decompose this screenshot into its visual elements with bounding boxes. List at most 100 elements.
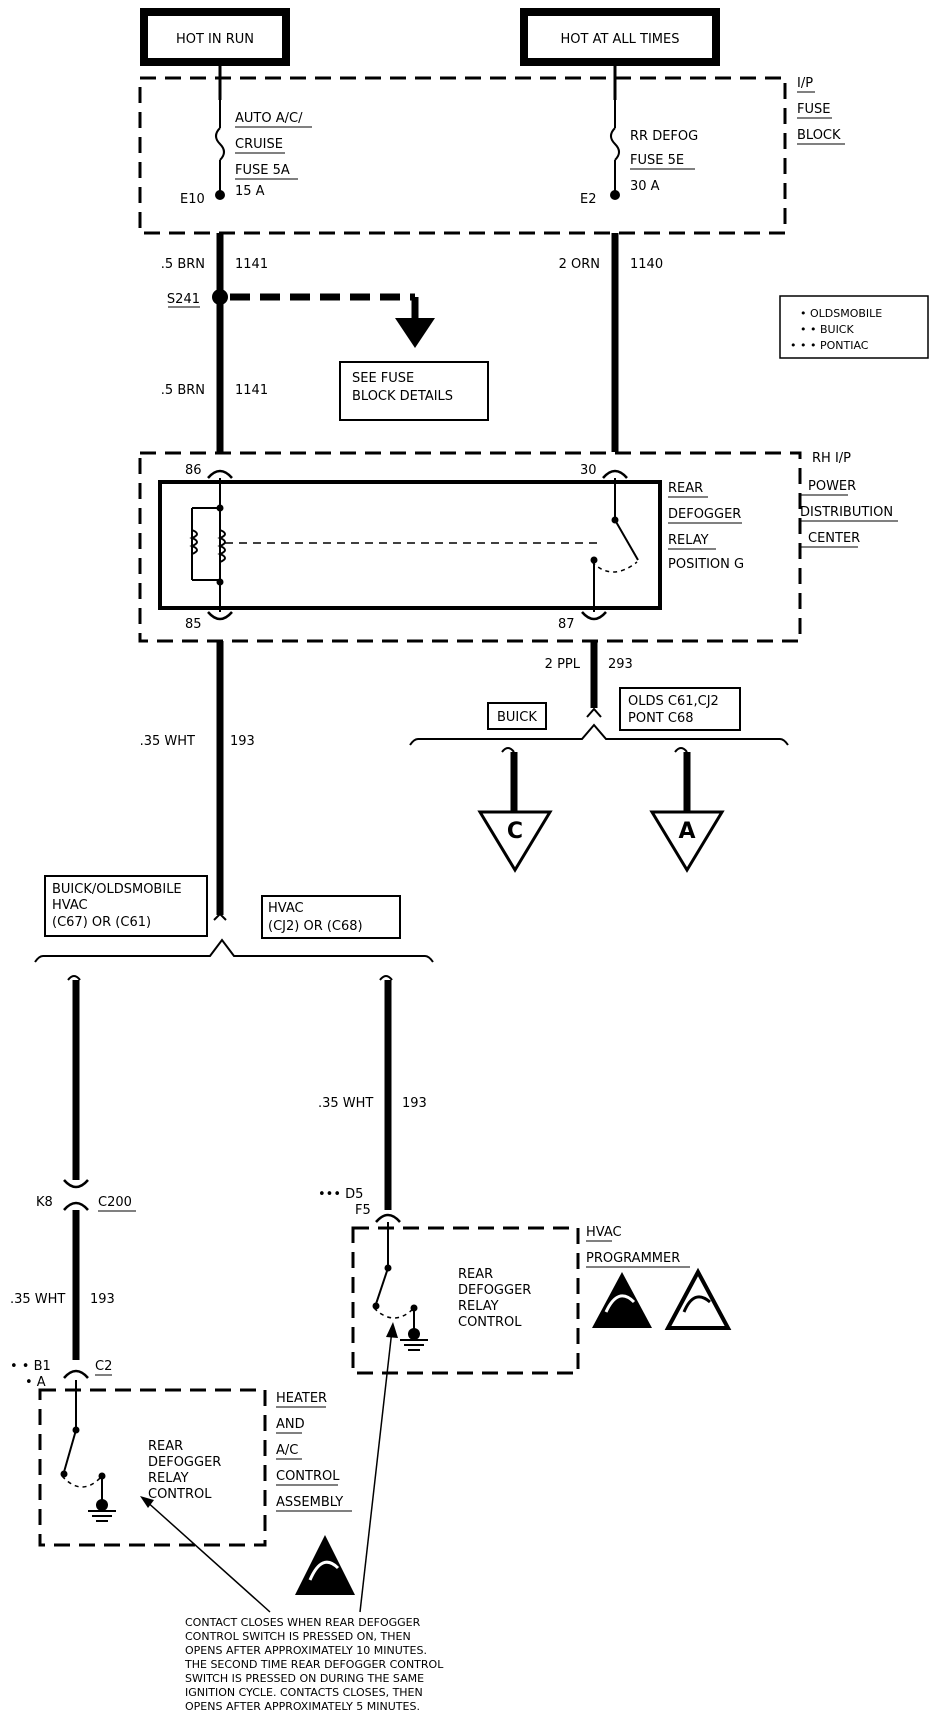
svg-text:.35 WHT: .35 WHT [140, 734, 195, 749]
svg-text:193: 193 [402, 1096, 427, 1111]
svg-text:ASSEMBLY: ASSEMBLY [276, 1495, 343, 1510]
svg-text:1141: 1141 [235, 383, 268, 398]
branch-right [409, 723, 789, 746]
svg-text:IGNITION CYCLE. CONTACTS CLOSE: IGNITION CYCLE. CONTACTS CLOSES, THEN [185, 1686, 423, 1699]
wire-color: .5 BRN [161, 257, 205, 272]
svg-text:DEFOGGER: DEFOGGER [148, 1455, 221, 1470]
svg-text:HVAC: HVAC [52, 898, 88, 913]
esd-warning-icon [295, 1535, 355, 1595]
esd-warning-icon [664, 1267, 732, 1330]
relay-coil [217, 529, 226, 563]
buick-box [487, 702, 547, 730]
fuse-left-name: AUTO A/C/ [235, 111, 303, 126]
connector-f5: F5 [355, 1203, 371, 1218]
svg-text:CONTROL SWITCH IS PRESSED ON,: CONTROL SWITCH IS PRESSED ON, THEN [185, 1630, 411, 1643]
olds-box [619, 687, 741, 731]
svg-text:• • BUICK: • • BUICK [800, 323, 854, 336]
svg-text:OPENS AFTER APPROXIMATELY 10 M: OPENS AFTER APPROXIMATELY 10 MINUTES. [185, 1644, 427, 1657]
svg-text:85: 85 [185, 617, 202, 632]
svg-text:.5 BRN: .5 BRN [161, 383, 205, 398]
svg-text:.35 WHT: .35 WHT [318, 1096, 373, 1111]
esd-warning-icon [592, 1272, 652, 1328]
svg-text:15 A: 15 A [235, 184, 265, 199]
svg-text:2 ORN: 2 ORN [559, 257, 600, 272]
svg-text:RELAY: RELAY [148, 1471, 189, 1486]
see-fuse-box [339, 361, 489, 421]
hot-in-run-label: HOT IN RUN [176, 32, 254, 47]
svg-text:BUICK: BUICK [497, 710, 537, 725]
svg-text:BLOCK: BLOCK [797, 128, 841, 143]
svg-text:30: 30 [580, 463, 597, 478]
splice-point [212, 289, 228, 305]
svg-text:FUSE 5A: FUSE 5A [235, 163, 290, 178]
pdc-label: RH I/P [812, 451, 851, 466]
legend-box [779, 295, 929, 359]
svg-text:E2: E2 [580, 192, 597, 207]
svg-text:CENTER: CENTER [808, 531, 860, 546]
buick-olds-box [44, 875, 208, 937]
ref-c-triangle [477, 810, 553, 873]
svg-text:1140: 1140 [630, 257, 663, 272]
svg-text:REAR: REAR [148, 1439, 183, 1454]
svg-text:(C67) OR (C61): (C67) OR (C61) [52, 915, 151, 930]
svg-text:• A: • A [25, 1375, 46, 1390]
svg-text:2 PPL: 2 PPL [545, 657, 581, 672]
fuse-symbol [215, 127, 225, 161]
wire-number: 1141 [235, 257, 268, 272]
ip-fuse-block-label: I/P [797, 76, 813, 91]
heater-label: HEATER [276, 1391, 327, 1406]
svg-text:HVAC: HVAC [268, 901, 304, 916]
svg-text:SEE FUSE: SEE FUSE [352, 371, 414, 386]
svg-text:CONTROL: CONTROL [276, 1469, 340, 1484]
svg-text:PROGRAMMER: PROGRAMMER [586, 1251, 680, 1266]
svg-text:A: A [678, 819, 695, 844]
svg-text:DEFOGGER: DEFOGGER [668, 507, 741, 522]
svg-text:E10: E10 [180, 192, 205, 207]
svg-text:CONTROL: CONTROL [148, 1487, 212, 1502]
splice-label: S241 [167, 292, 200, 307]
svg-text:AND: AND [276, 1417, 305, 1432]
hot-at-all-times-label: HOT AT ALL TIMES [560, 32, 679, 47]
svg-text:REAR: REAR [458, 1267, 493, 1282]
svg-text:DISTRIBUTION: DISTRIBUTION [800, 505, 893, 520]
svg-text:C: C [507, 819, 523, 844]
ip-fuse-block [138, 76, 787, 235]
svg-text:DEFOGGER: DEFOGGER [458, 1283, 531, 1298]
svg-text:BUICK/OLDSMOBILE: BUICK/OLDSMOBILE [52, 882, 182, 897]
ref-a-triangle [649, 810, 725, 873]
svg-text:• OLDSMOBILE: • OLDSMOBILE [800, 307, 882, 320]
svg-text:FUSE: FUSE [797, 102, 830, 117]
svg-text:(CJ2) OR (C68): (CJ2) OR (C68) [268, 919, 363, 934]
fuse-right-name: RR DEFOG [630, 129, 698, 144]
svg-text:CRUISE: CRUISE [235, 137, 283, 152]
relay-box [158, 480, 662, 610]
svg-text:RELAY: RELAY [458, 1299, 499, 1314]
svg-text:OLDS C61,CJ2: OLDS C61,CJ2 [628, 694, 719, 709]
svg-text:BLOCK DETAILS: BLOCK DETAILS [352, 389, 453, 404]
svg-text:• • • PONTIAC: • • • PONTIAC [790, 339, 869, 352]
arrow-down-icon [395, 318, 435, 348]
hvac-programmer-label: HVAC [586, 1225, 622, 1240]
relay-label: REAR [668, 481, 703, 496]
connector-k8: K8 [36, 1195, 53, 1210]
svg-text:193: 193 [90, 1292, 115, 1307]
heater-ac-box [38, 1388, 267, 1547]
branch-left [34, 938, 434, 963]
svg-text:SWITCH IS PRESSED ON DURING TH: SWITCH IS PRESSED ON DURING THE SAME [185, 1672, 424, 1685]
svg-text:A/C: A/C [276, 1443, 298, 1458]
connector-d5: ••• D5 [318, 1187, 363, 1202]
hvac-box [261, 895, 401, 939]
svg-text:.35 WHT: .35 WHT [10, 1292, 65, 1307]
svg-text:THE SECOND TIME REAR DEFOGGER: THE SECOND TIME REAR DEFOGGER CONTROL [184, 1658, 444, 1671]
svg-text:CONTROL: CONTROL [458, 1315, 522, 1330]
svg-text:PONT C68: PONT C68 [628, 711, 694, 726]
connector-c200: C200 [98, 1195, 132, 1210]
connector-b1: • • B1 [10, 1359, 51, 1374]
svg-text:POWER: POWER [808, 479, 856, 494]
svg-text:87: 87 [558, 617, 575, 632]
svg-text:30 A: 30 A [630, 179, 660, 194]
relay-switch [614, 519, 639, 561]
svg-text:FUSE 5E: FUSE 5E [630, 153, 684, 168]
svg-text:86: 86 [185, 463, 202, 478]
